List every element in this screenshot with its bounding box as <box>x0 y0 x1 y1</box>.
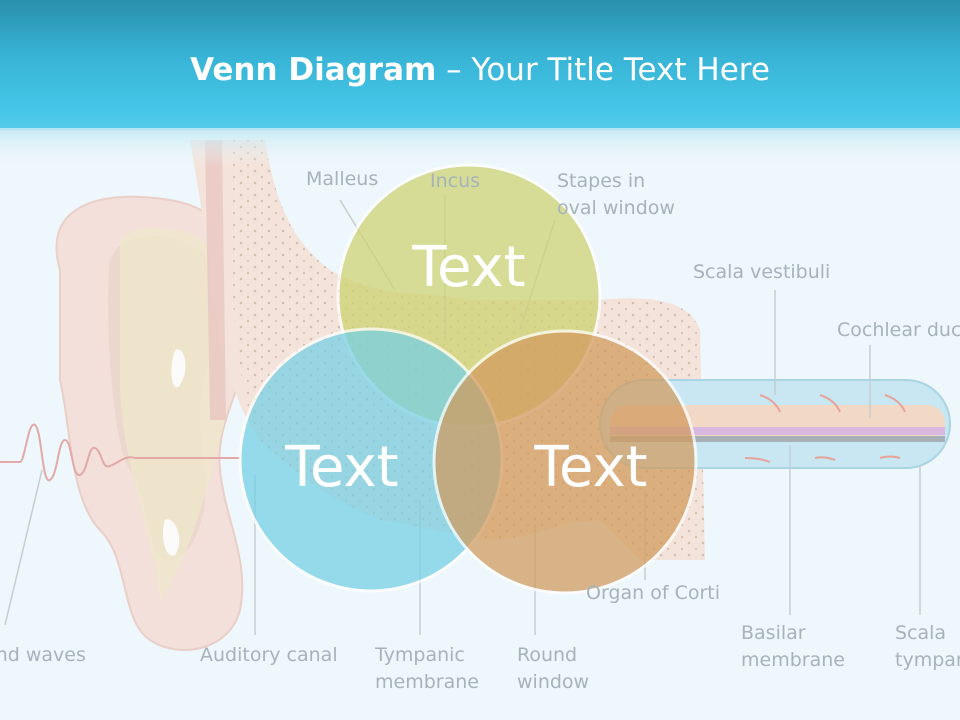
label-cochlear-duct: Cochlear duct <box>837 319 960 341</box>
label-scala-tympani-line2: tympani <box>895 649 960 671</box>
label-round-line2: window <box>517 671 590 693</box>
label-basilar-line2: membrane <box>741 649 845 671</box>
title-rest: – Your Title Text Here <box>436 52 770 88</box>
label-organ-of-corti: Organ of Corti <box>586 582 721 604</box>
label-tympanic-line1: Tympanic <box>375 644 465 666</box>
slide-title: Venn Diagram – Your Title Text Here <box>0 52 960 88</box>
label-scala-tympani-line1: Scala <box>895 622 947 644</box>
label-auditory-canal: Auditory canal <box>200 644 338 666</box>
venn-text-top[interactable]: Text <box>412 235 526 300</box>
label-sound-waves: Sound waves <box>0 644 86 666</box>
venn-text-left[interactable]: Text <box>285 435 399 500</box>
header-band <box>0 0 960 130</box>
label-scala-vestibuli: Scala vestibuli <box>693 261 831 283</box>
label-stapes-line2: oval window <box>557 197 675 219</box>
label-malleus: Malleus <box>306 168 379 190</box>
sound-wave-line <box>0 423 240 482</box>
label-round-line1: Round <box>517 644 578 666</box>
label-tympanic-line2: membrane <box>375 671 479 693</box>
outer-ear-shape <box>55 195 253 651</box>
venn-circle-right <box>432 329 698 595</box>
label-incus: Incus <box>430 170 481 192</box>
label-stapes-line1: Stapes in <box>557 170 646 192</box>
label-basilar-line1: Basilar <box>741 622 806 644</box>
title-bold: Venn Diagram <box>190 52 437 88</box>
venn-diagram <box>238 163 698 595</box>
venn-text-right[interactable]: Text <box>534 435 648 500</box>
